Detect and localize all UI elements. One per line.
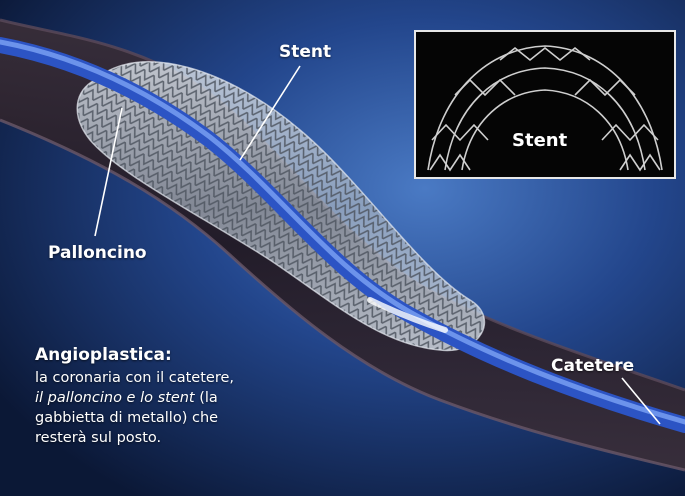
caption-line: resterà sul posto. [35, 428, 335, 448]
caption: Angioplastica: la coronaria con il catet… [35, 344, 335, 448]
caption-text: (la [195, 390, 218, 406]
catheter-label: Catetere [551, 356, 634, 376]
caption-italic-text: il palloncino e lo stent [35, 390, 195, 406]
balloon-label: Palloncino [48, 243, 147, 263]
caption-line: gabbietta di metallo) che [35, 408, 335, 428]
inset-stent-label: Stent [512, 130, 567, 151]
caption-line: la coronaria con il catetere, [35, 368, 335, 388]
caption-line: il palloncino e lo stent (la [35, 388, 335, 408]
caption-title: Angioplastica: [35, 344, 335, 366]
stent-label: Stent [279, 42, 331, 62]
